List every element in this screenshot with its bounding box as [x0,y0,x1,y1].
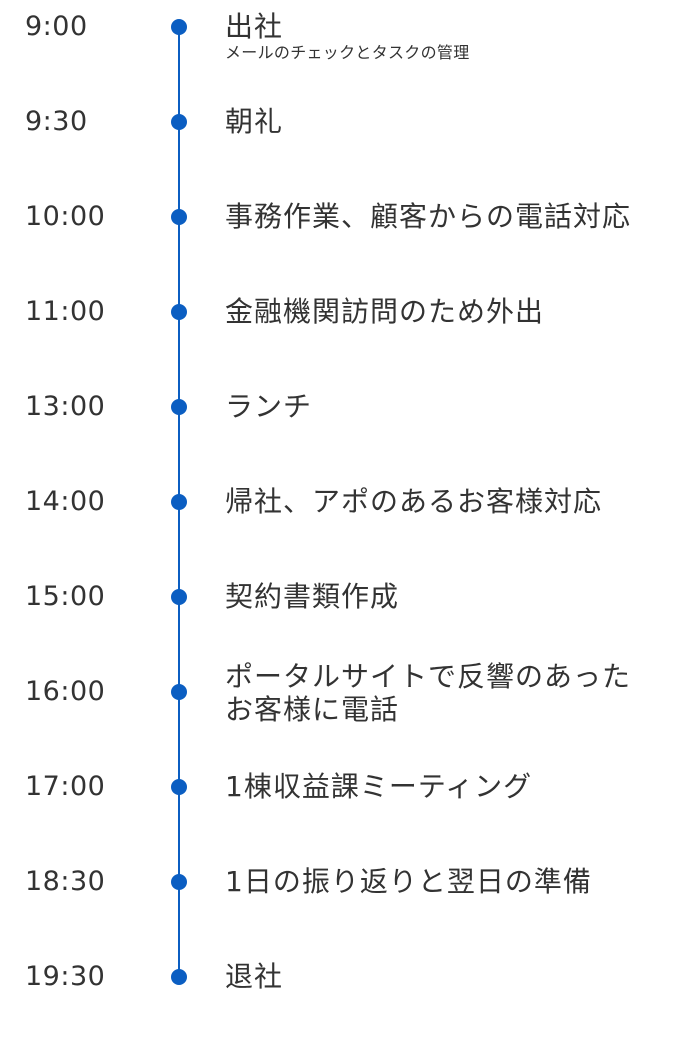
time-label: 18:30 [25,866,106,897]
timeline-dot [171,874,187,890]
timeline-dot [171,399,187,415]
timeline-item: 15:00 契約書類作成 [0,580,700,677]
time-label: 17:00 [25,771,106,802]
timeline-dot [171,589,187,605]
event-title: ランチ [225,390,313,423]
time-label: 15:00 [25,581,106,612]
event-title: 契約書類作成 [225,580,400,613]
event-description: 朝礼 [225,105,695,138]
event-description: ポータルサイトで反響のあった お客様に電話 [225,660,695,726]
time-label: 13:00 [25,391,106,422]
timeline-dot [171,114,187,130]
timeline-item: 14:00 帰社、アポのあるお客様対応 [0,485,700,582]
event-title: 1棟収益課ミーティング [225,770,533,803]
time-label: 9:30 [25,106,88,137]
timeline-dot [171,779,187,795]
event-description: 金融機関訪問のため外出 [225,295,695,328]
timeline-item: 19:30 退社 [0,960,700,1057]
event-title: 金融機関訪問のため外出 [225,295,545,328]
time-label: 19:30 [25,961,106,992]
timeline-dot [171,969,187,985]
timeline-item: 10:00 事務作業、顧客からの電話対応 [0,200,700,297]
event-title: 帰社、アポのあるお客様対応 [225,485,603,518]
time-label: 16:00 [25,676,106,707]
timeline-item: 16:00 ポータルサイトで反響のあった お客様に電話 [0,660,700,772]
event-description: 契約書類作成 [225,580,695,613]
timeline-item: 9:00 出社 メールのチェックとタスクの管理 [0,10,700,107]
timeline-dot [171,304,187,320]
timeline-item: 18:30 1日の振り返りと翌日の準備 [0,865,700,962]
event-description: ランチ [225,390,695,423]
timeline-item: 11:00 金融機関訪問のため外出 [0,295,700,392]
timeline-item: 13:00 ランチ [0,390,700,487]
event-description: 1日の振り返りと翌日の準備 [225,865,695,898]
event-title: 退社 [225,960,284,993]
time-label: 9:00 [25,11,88,42]
event-description: 出社 メールのチェックとタスクの管理 [225,10,695,63]
timeline-item: 9:30 朝礼 [0,105,700,202]
time-label: 14:00 [25,486,106,517]
event-title: 朝礼 [225,105,284,138]
time-label: 10:00 [25,201,106,232]
timeline-dot [171,209,187,225]
event-note: メールのチェックとタスクの管理 [225,43,470,62]
event-description: 1棟収益課ミーティング [225,770,695,803]
time-label: 11:00 [25,296,106,327]
event-title: 事務作業、顧客からの電話対応 [225,200,632,233]
event-title-line2: お客様に電話 [225,693,400,726]
timeline-dot [171,19,187,35]
event-description: 事務作業、顧客からの電話対応 [225,200,695,233]
event-description: 帰社、アポのあるお客様対応 [225,485,695,518]
event-title: 1日の振り返りと翌日の準備 [225,865,592,898]
timeline-dot [171,684,187,700]
timeline-dot [171,494,187,510]
event-title: 出社 [225,10,284,43]
timeline-item: 17:00 1棟収益課ミーティング [0,770,700,867]
event-title: ポータルサイトで反響のあった [225,660,632,693]
schedule-timeline: 9:00 出社 メールのチェックとタスクの管理 9:30 朝礼 10:00 事務… [0,10,700,993]
event-description: 退社 [225,960,695,993]
